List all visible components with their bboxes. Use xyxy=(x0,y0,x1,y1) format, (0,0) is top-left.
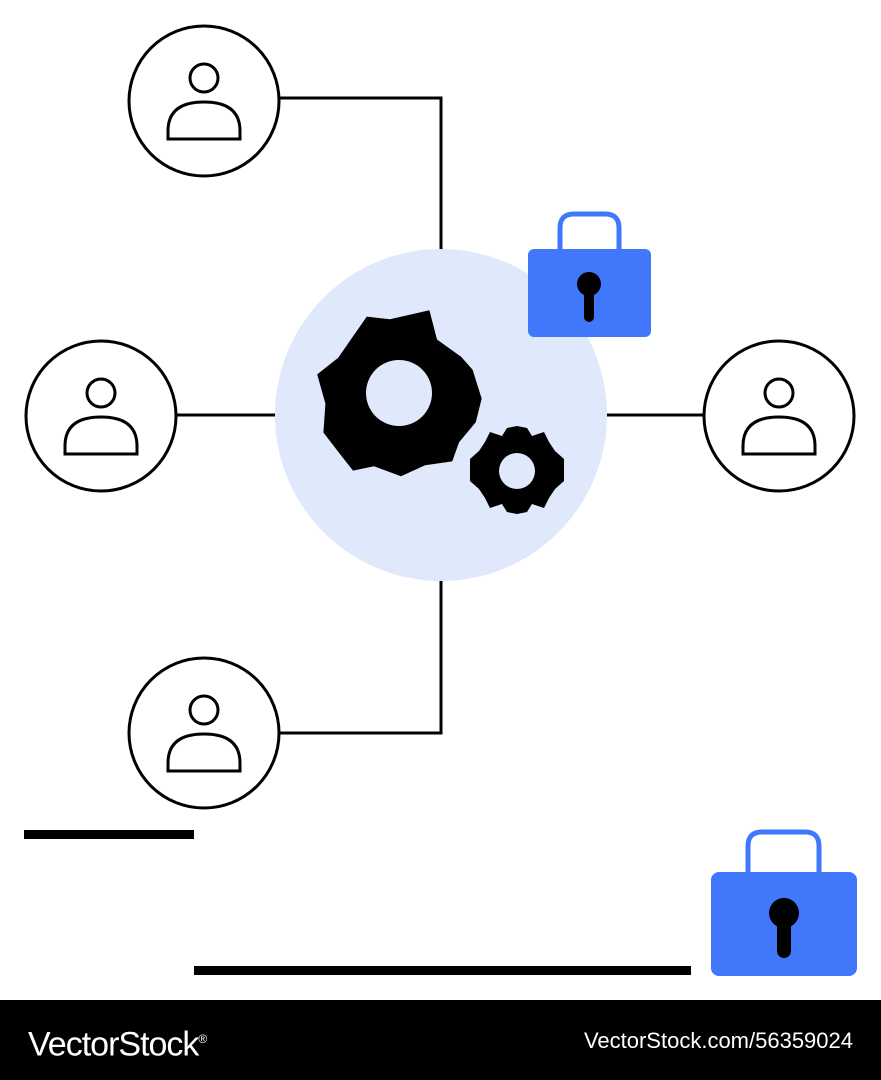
user-node-top-left xyxy=(127,24,281,178)
watermark-image-id: VectorStock.com/56359024 xyxy=(583,1028,853,1053)
connector-top-left xyxy=(279,96,443,250)
network-diagram xyxy=(24,24,857,976)
small-gear-icon xyxy=(470,426,564,514)
gear-icon xyxy=(317,310,564,514)
watermark-footer: VectorStock® VectorStock.com/56359024 xyxy=(0,1000,881,1080)
user-node-right xyxy=(702,339,856,493)
connector-bottom-left xyxy=(279,580,443,735)
registered-mark: ® xyxy=(198,1032,207,1046)
user-icon xyxy=(166,62,242,141)
user-icon xyxy=(166,694,242,773)
decorative-bar-short xyxy=(24,830,194,839)
decorative-bar-long xyxy=(194,966,691,975)
padlock-icon xyxy=(528,211,651,337)
user-node-left xyxy=(24,339,178,493)
user-icon xyxy=(63,377,139,456)
padlock-icon-large xyxy=(711,829,857,976)
watermark-brand: VectorStock® xyxy=(28,1025,207,1064)
user-node-bottom-left xyxy=(127,656,281,810)
large-gear-icon xyxy=(317,310,482,477)
connector-lines xyxy=(176,96,704,735)
user-icon xyxy=(741,377,817,456)
